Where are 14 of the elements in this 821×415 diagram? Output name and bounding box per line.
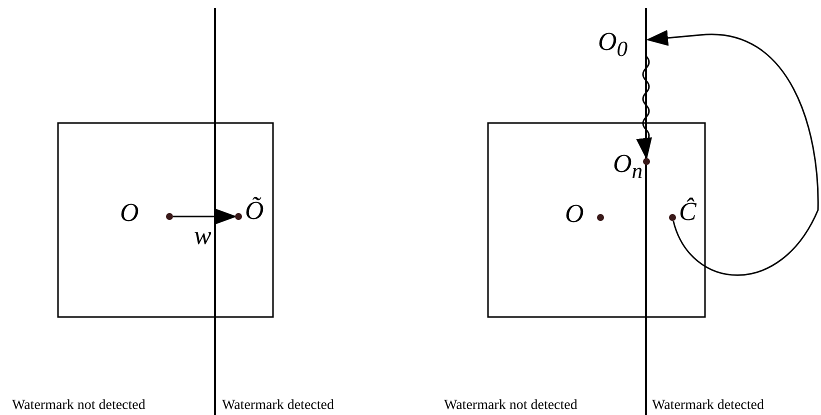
edge-label: w — [194, 222, 212, 250]
curved-arrow — [646, 30, 819, 276]
region-caption: Watermark not detected — [444, 398, 578, 414]
region-caption: Watermark detected — [652, 398, 764, 414]
region-caption: Watermark detected — [222, 398, 334, 414]
point-label: O$_{0}$ — [598, 28, 628, 64]
point-label: O — [120, 199, 139, 227]
arrow — [173, 208, 237, 224]
point-label: Õ — [245, 197, 264, 225]
point-label: Ĉ — [679, 198, 696, 226]
point-label: O$_{n}$ — [613, 150, 643, 186]
region-caption: Watermark not detected — [12, 398, 146, 414]
point-label: O — [565, 200, 584, 228]
wavy-arrow — [636, 56, 652, 160]
